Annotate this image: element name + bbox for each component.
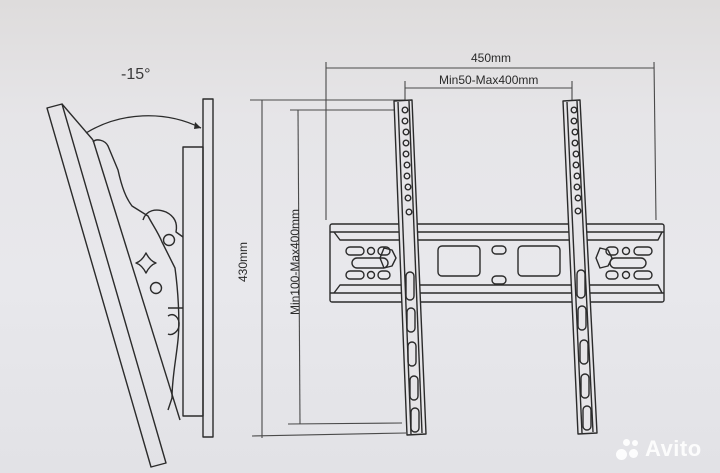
arrowhead-icon [194,122,201,129]
tilt-arrow [85,115,202,134]
center-window-right [517,245,561,277]
star-knob-icon [135,252,157,274]
pivot-hole-lower [149,281,163,295]
overall-width-label: 450mm [471,51,512,65]
overall-height-label: 430mm [236,241,250,283]
vesa-height-label: Min100-Max400mm [288,208,302,316]
tv-panel [46,103,167,468]
avito-watermark: Avito [614,434,702,464]
vesa-width-label: Min50-Max400mm [439,73,539,87]
nut-left [379,247,397,269]
tv-arm-right [562,99,598,435]
tilt-angle-label: -15° [121,66,151,83]
avito-logo-icon [614,437,640,461]
side-view [46,98,214,468]
tv-arm-left [393,99,427,436]
pivot-hole-upper [162,233,176,247]
center-window-left [437,245,481,277]
tilt-arm [92,139,180,411]
dimension-lines [250,61,657,438]
wall-rail [182,146,204,417]
watermark-text: Avito [645,436,702,461]
nut-right [595,247,613,269]
wall-plate [202,98,214,438]
wall-rail-front [329,223,665,303]
